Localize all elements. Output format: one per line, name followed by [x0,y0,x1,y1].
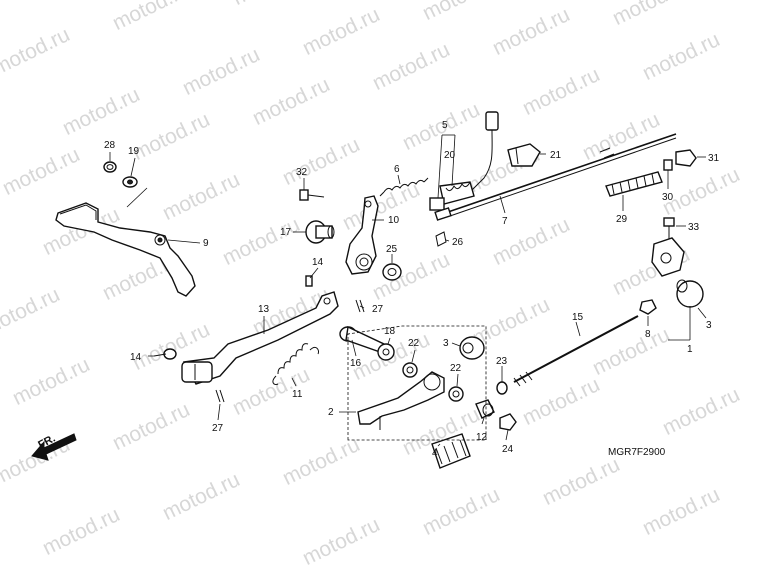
gearshift-pedal [357,371,445,430]
callout-5: 5 [442,120,448,131]
pedal-rubber-4 [431,433,471,469]
callout-26: 26 [452,237,464,248]
callout-23: 23 [496,356,508,367]
diagram-code: MGR7F2900 [608,447,666,458]
callout-33: 33 [688,222,700,233]
callout-labels: 28 19 9 32 17 10 25 6 5 20 21 7 26 31 30… [104,120,720,459]
joint-assembly-1 [651,237,704,308]
joint-pin-30 [663,159,673,171]
callout-4: 4 [432,448,438,459]
bolt-14 [305,275,313,287]
callout-15: 15 [572,312,584,323]
callout-24: 24 [502,444,514,455]
callout-14-left: 14 [130,352,142,363]
callout-30: 30 [662,192,674,203]
tie-rod-15 [513,315,639,387]
bushing-3 [459,336,485,360]
callout-14-top: 14 [312,257,324,268]
bolt-33 [663,217,675,240]
shift-spring-11 [272,343,319,385]
switch-boot-21 [507,143,541,167]
callout-3-right: 3 [706,320,712,331]
callout-3-left: 3 [443,338,449,349]
assembly-outline-2 [347,325,487,441]
return-spring-6 [379,177,429,197]
nut-24 [499,413,517,431]
bolt-32 [299,189,325,201]
callout-22-bottom: 22 [450,363,462,374]
brake-arm [345,195,379,275]
callout-6: 6 [394,164,400,175]
pedal-washer-19 [122,176,138,188]
callout-20: 20 [444,150,456,161]
callout-18: 18 [384,326,396,337]
front-direction-arrow-icon [31,433,77,461]
pivot-bolt-16 [339,325,385,353]
pedal-tip-12 [475,399,495,419]
brake-pedal [55,202,196,297]
callout-10: 10 [388,215,400,226]
washer-22b [448,386,464,402]
callout-9: 9 [203,238,209,249]
callout-29: 29 [616,214,628,225]
cotter-clip-26 [435,231,447,247]
callout-11: 11 [292,389,303,400]
callout-21: 21 [550,150,562,161]
adjuster-nut-31 [675,149,697,167]
brake-rod [434,133,677,221]
cotter-pin-27b [215,389,225,403]
lock-nut-8 [639,299,657,315]
washer-18 [377,343,395,361]
rod-spring-29 [605,171,663,197]
callout-22-top: 22 [408,338,420,349]
leader-lines [109,134,707,447]
callout-12: 12 [476,432,488,443]
callout-17: 17 [280,227,292,238]
collar-25 [382,263,402,281]
pedal-nut-28 [103,161,117,173]
shift-rod [181,291,339,385]
cotter-pin-27a [355,299,365,313]
callout-16: 16 [350,358,362,369]
callout-1: 1 [687,344,693,355]
callout-2: 2 [328,407,334,418]
callout-19: 19 [128,146,140,157]
washer-22a [402,362,418,378]
callout-28: 28 [104,140,116,151]
callout-31: 31 [708,153,720,164]
callout-8: 8 [645,329,651,340]
callout-32: 32 [296,167,308,178]
bolt-14-left [153,348,177,360]
stop-switch [429,111,499,211]
callout-27-top: 27 [372,304,384,315]
callout-25: 25 [386,244,398,255]
callout-27-bottom: 27 [212,423,224,434]
callout-7: 7 [502,216,508,227]
pivot-bolt-17 [305,220,335,244]
washer-23 [496,381,508,395]
callout-13: 13 [258,304,270,315]
